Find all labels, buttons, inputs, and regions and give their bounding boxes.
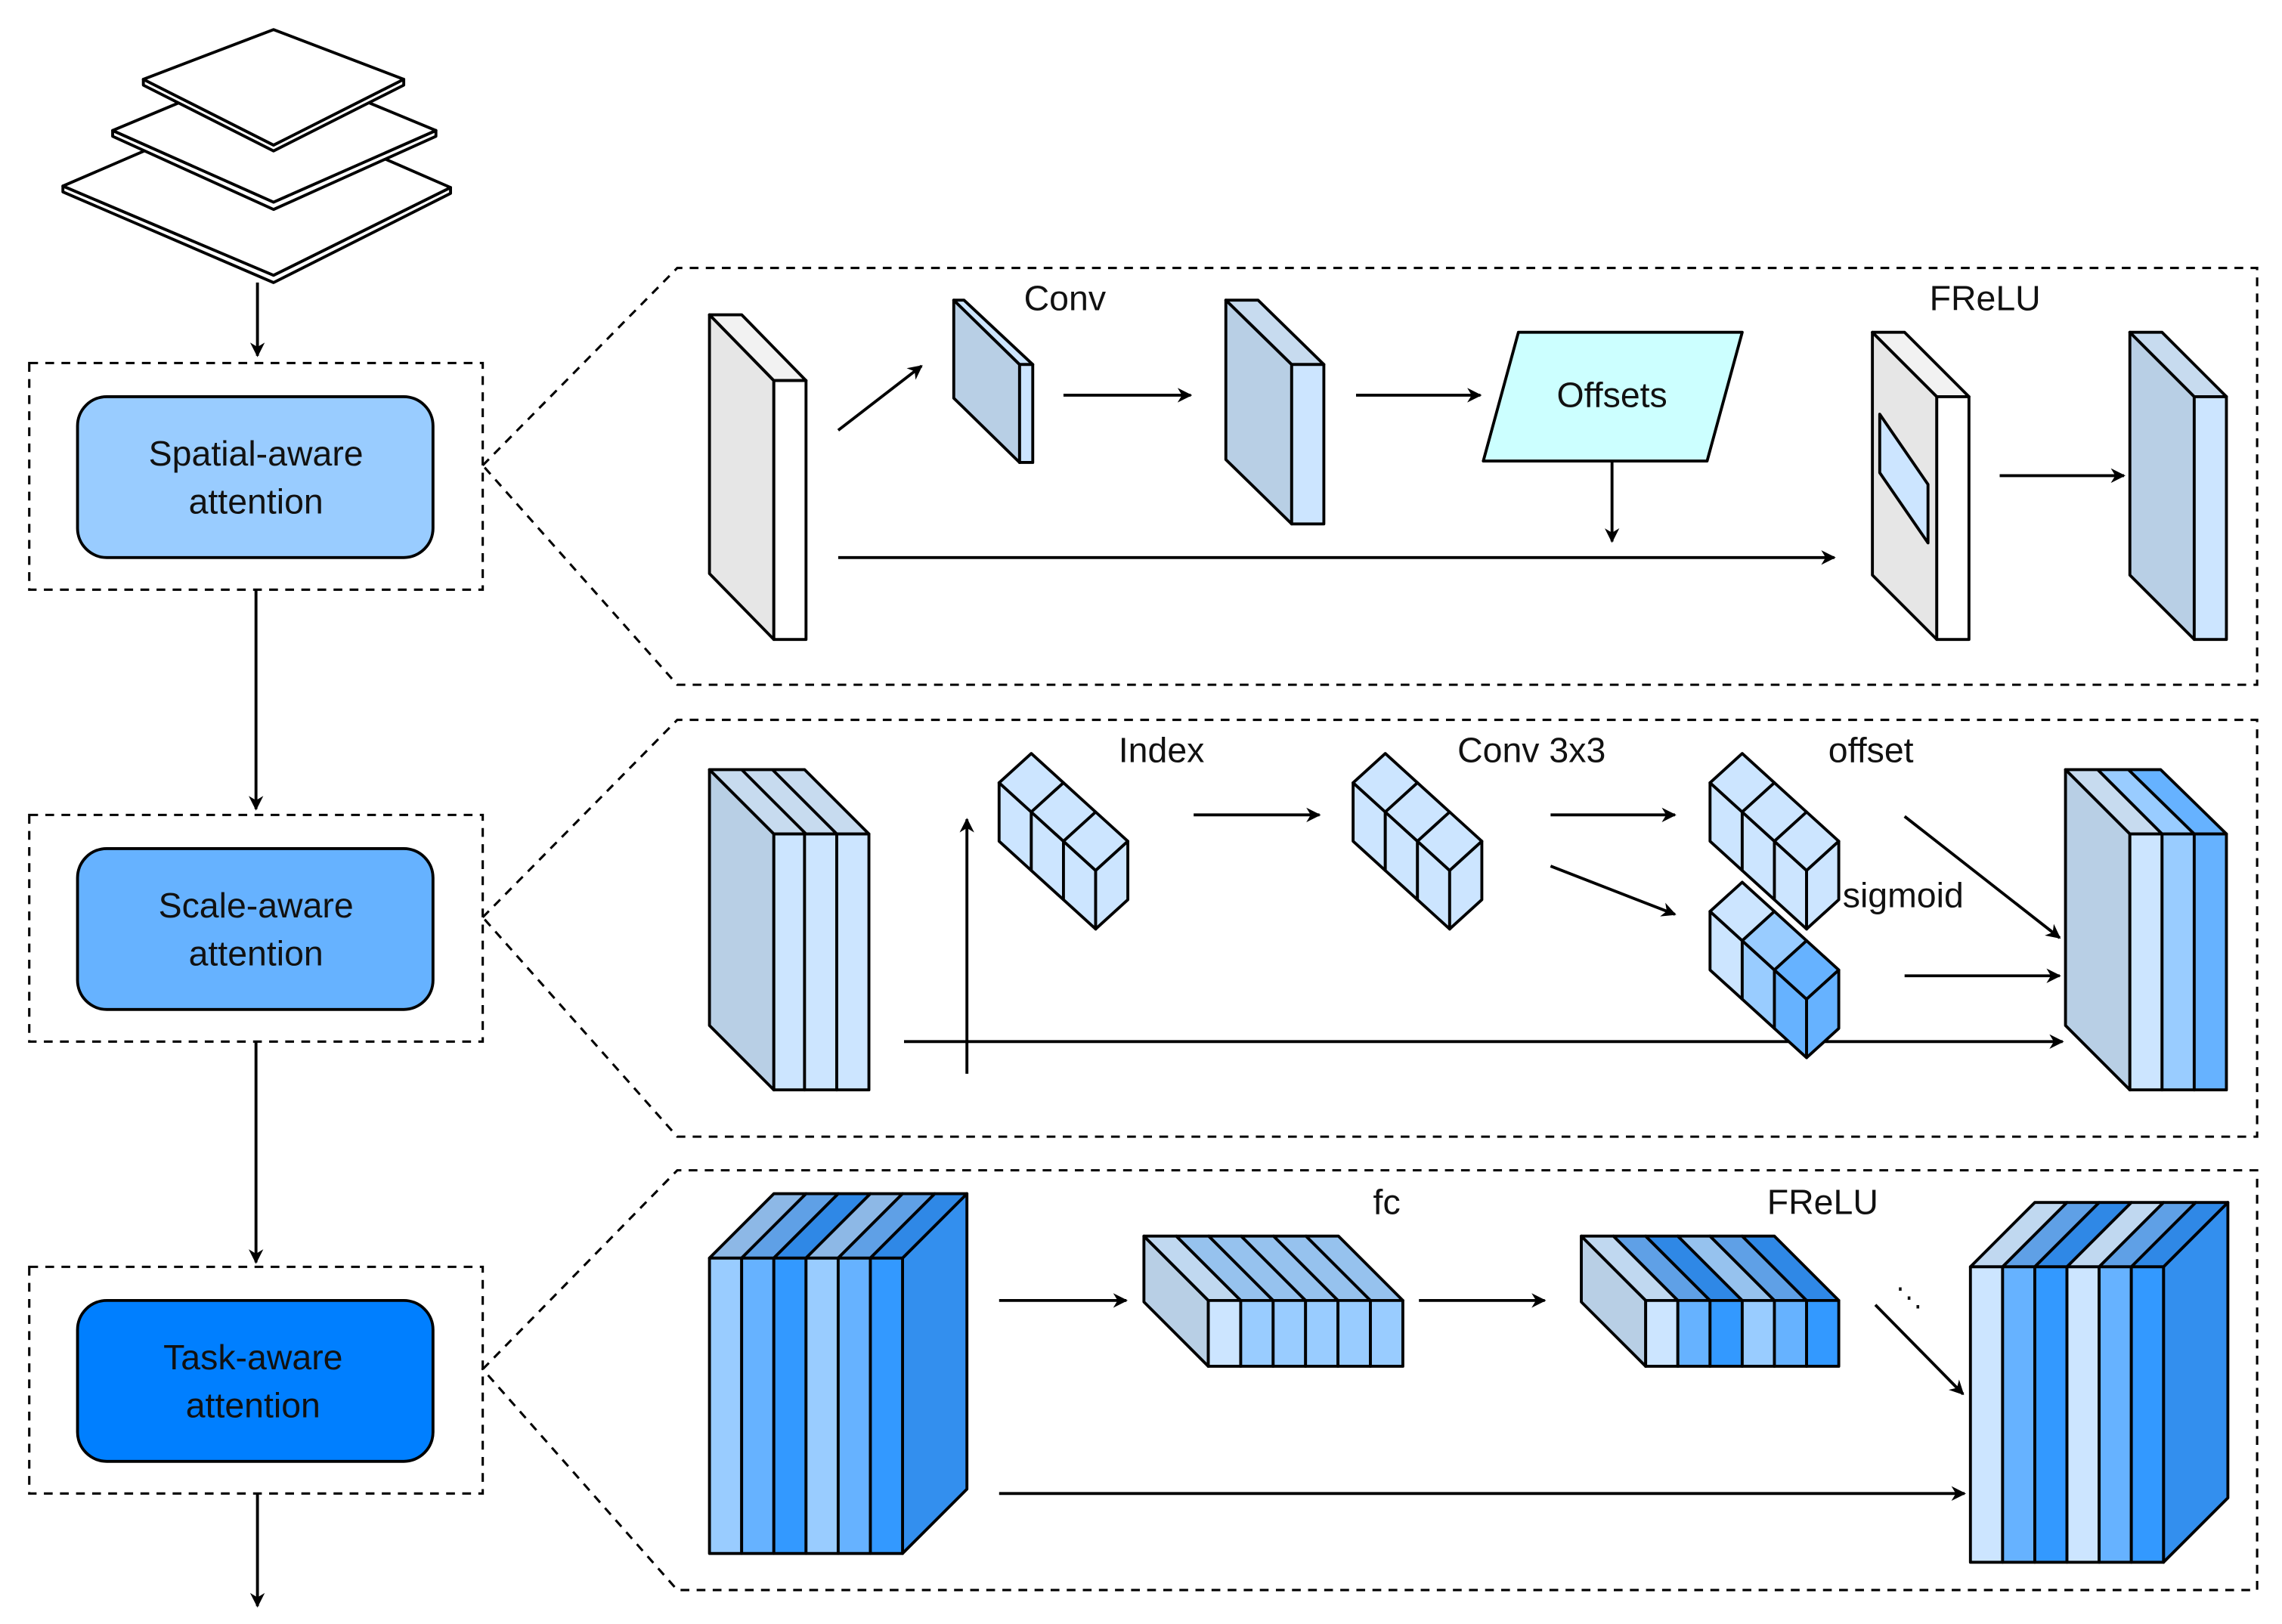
fc-label: fc <box>1373 1183 1401 1222</box>
slab-front-strip <box>740 1256 776 1555</box>
conv3x3-label: Conv 3x3 <box>1457 731 1605 770</box>
cube-front <box>1805 840 1841 931</box>
frelu-window <box>1878 413 1930 545</box>
scale-input-feature <box>708 768 871 1092</box>
stage-spatial-label-2: attention <box>189 482 324 521</box>
sigmoid-label: sigmoid <box>1843 875 1964 914</box>
slab-front-strip <box>2129 1265 2166 1564</box>
stage-spatial-label-1: Spatial-aware <box>149 434 364 473</box>
slab-front-strip <box>1271 1298 1308 1368</box>
stage-scale-label-2: attention <box>189 934 324 973</box>
stage-spatial[interactable]: Spatial-aware attention <box>28 361 485 591</box>
slab-front-strip <box>2001 1265 2036 1564</box>
slab-front-strip <box>1968 1265 2005 1564</box>
stage-scale-label-1: Scale-aware <box>159 886 354 925</box>
slab-front-strip <box>1708 1298 1744 1368</box>
stage-task[interactable]: Task-aware attention <box>28 1265 485 1495</box>
cube-front <box>1094 840 1130 931</box>
arrow-frelu-to-output <box>1874 1304 1965 1396</box>
spatial-mid-feature <box>1224 299 1326 526</box>
slab-front-strip <box>1644 1298 1680 1368</box>
frelu-feature <box>1871 330 1971 642</box>
slab-front-strip <box>1304 1298 1340 1368</box>
frelu-tensor <box>1580 1234 1841 1368</box>
stage-task-label-1: Task-aware <box>163 1338 342 1377</box>
index-label: Index <box>1119 731 1205 770</box>
frelu-label: FReLU <box>1930 279 2041 318</box>
stage-task-label-2: attention <box>186 1386 320 1425</box>
slab-front-strip <box>869 1256 904 1555</box>
stage-task-box[interactable] <box>76 1298 435 1463</box>
slab-front-strip <box>1676 1298 1712 1368</box>
fc-tensor <box>1142 1234 1404 1368</box>
spatial-detail-panel <box>481 267 2259 686</box>
arrow-conv-to-sigmoid <box>1550 865 1677 917</box>
task-detail-panel <box>481 1169 2259 1592</box>
cube-front <box>1805 968 1841 1059</box>
slab-front-strip <box>1206 1298 1243 1368</box>
slab-front-strip <box>804 1256 840 1555</box>
slab-front-strip <box>772 1256 808 1555</box>
slab-front-strip <box>1805 1298 1841 1368</box>
slab-front-strip <box>2033 1265 2069 1564</box>
feature-pyramid-icon <box>61 28 452 284</box>
task-frelu-label: FReLU <box>1767 1183 1878 1222</box>
task-output-feature <box>1968 1201 2230 1564</box>
index-tensor <box>997 752 1130 931</box>
offsets-block: Offsets <box>1482 330 1744 462</box>
scale-detail-panel <box>481 719 2259 1138</box>
slab-front-strip <box>1773 1298 1808 1368</box>
stage-spatial-box[interactable] <box>76 394 435 559</box>
stage-scale[interactable]: Scale-aware attention <box>28 813 485 1043</box>
cube-front <box>1448 840 1484 931</box>
slab-front-strip <box>1369 1298 1404 1368</box>
slab-front-strip <box>1239 1298 1275 1368</box>
arrow-to-conv <box>837 364 923 432</box>
spatial-output-feature <box>2128 330 2228 642</box>
slab-front-strip <box>1336 1298 1372 1368</box>
spatial-conv-feature <box>952 299 1035 464</box>
slab-front-strip <box>2098 1265 2133 1564</box>
scale-output-feature <box>2064 768 2228 1092</box>
sigmoid-tensor <box>1708 880 1841 1059</box>
spatial-input-feature <box>708 313 808 642</box>
stage-scale-box[interactable] <box>76 846 435 1011</box>
slab-front-strip <box>836 1256 872 1555</box>
offset-tensor <box>1708 752 1841 931</box>
conv3x3-tensor <box>1352 752 1484 931</box>
conv-label: Conv <box>1024 279 1107 318</box>
ellipsis-text: ⋱ <box>1896 1283 1922 1313</box>
arrow-offset-to-output <box>1903 815 2061 939</box>
slab-front-strip <box>2065 1265 2101 1564</box>
slab-front-strip <box>1740 1298 1776 1368</box>
offsets-label: Offsets <box>1557 375 1667 414</box>
offset-label: offset <box>1828 731 1914 770</box>
slab-front-strip <box>708 1256 744 1555</box>
task-input-feature <box>708 1192 969 1555</box>
